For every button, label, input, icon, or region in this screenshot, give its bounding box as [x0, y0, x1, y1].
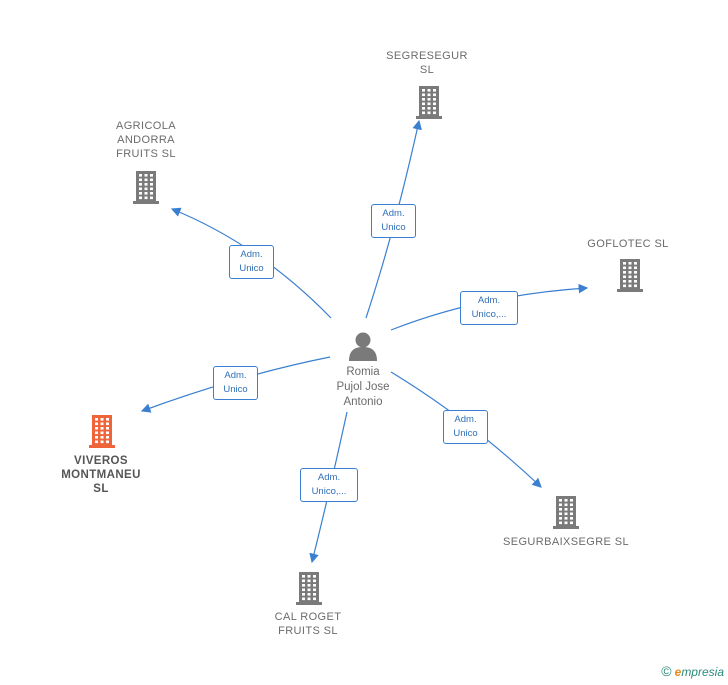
edge-label-goflotec: Adm. Unico,... — [460, 291, 518, 325]
building-icon — [89, 415, 115, 448]
company-label-goflotec: GOFLOTEC SL — [587, 238, 669, 250]
company-node-agricola[interactable] — [130, 169, 162, 210]
brand-logo-text: mpresia — [681, 665, 724, 679]
edge-label-calroget: Adm. Unico,... — [300, 468, 358, 502]
company-node-segurbaixsegre[interactable] — [550, 494, 582, 535]
building-icon — [617, 259, 643, 292]
company-node-segresegur[interactable] — [413, 84, 445, 125]
company-node-goflotec[interactable] — [614, 257, 646, 298]
company-label-agricola: AGRICOLA ANDORRA FRUITS SL — [115, 120, 177, 160]
company-node-viveros[interactable] — [86, 413, 118, 454]
building-icon — [133, 171, 159, 204]
company-label-viveros: VIVEROS MONTMANEU SL — [61, 455, 141, 495]
company-label-segresegur: SEGRESEGUR SL — [386, 50, 468, 76]
building-icon — [296, 572, 322, 605]
person-icon — [349, 332, 377, 361]
edge-label-segurbaixsegre: Adm. Unico — [443, 410, 488, 444]
company-node-calroget[interactable] — [293, 570, 325, 611]
brand-logo-letter: e — [674, 665, 682, 679]
company-label-segurbaixsegre: SEGURBAIXSEGRE SL — [502, 536, 629, 548]
person-node[interactable] — [345, 330, 381, 362]
copyright-symbol: © — [661, 663, 672, 679]
brand-footer: ©empresia — [661, 663, 724, 679]
building-icon — [416, 86, 442, 119]
person-name: Romia Pujol Jose Antonio — [336, 366, 390, 408]
company-label-calroget: CAL ROGET FRUITS SL — [274, 611, 342, 637]
edge-label-viveros: Adm. Unico — [213, 366, 258, 400]
edge-label-segresegur: Adm. Unico — [371, 204, 416, 238]
edge-label-agricola: Adm. Unico — [229, 245, 274, 279]
building-icon — [553, 496, 579, 529]
